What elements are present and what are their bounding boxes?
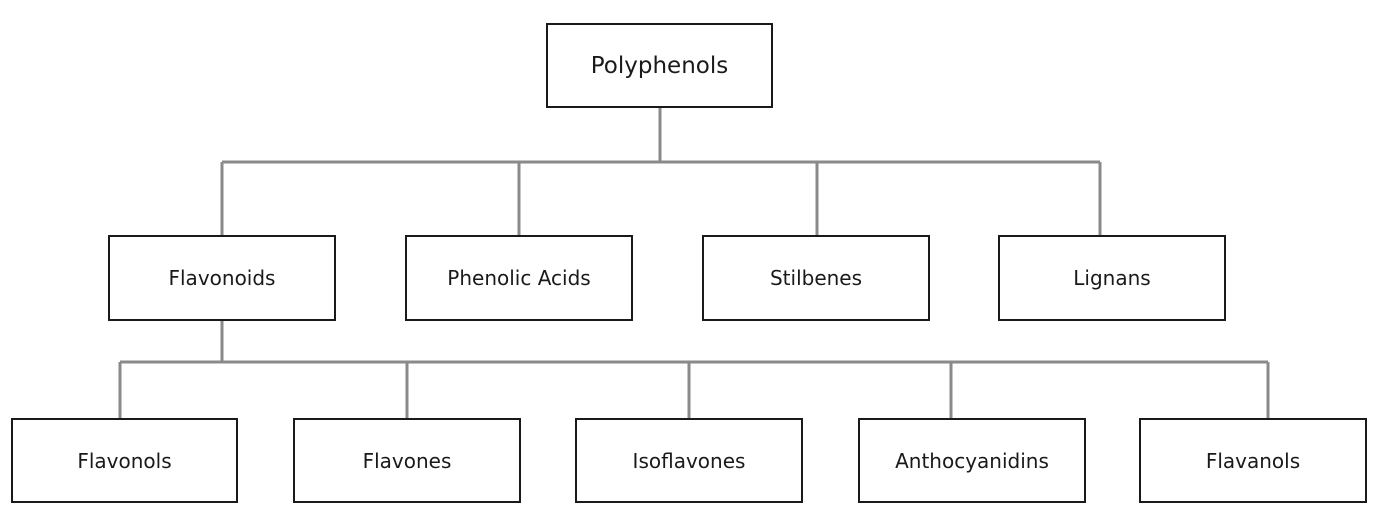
node-flavones: Flavones xyxy=(293,418,521,503)
node-label: Lignans xyxy=(1073,266,1151,290)
node-label: Flavanols xyxy=(1205,448,1301,473)
node-flavonols: Flavonols xyxy=(11,418,238,503)
node-stilbenes: Stilbenes xyxy=(702,235,930,321)
node-phenolic-acids: Phenolic Acids xyxy=(405,235,633,321)
node-anthocyanidins: Anthocyanidins xyxy=(858,418,1086,503)
node-label: Flavonols xyxy=(77,448,172,473)
node-isoflavones: Isoflavones xyxy=(575,418,803,503)
node-polyphenols: Polyphenols xyxy=(546,23,773,108)
node-label: Flavones xyxy=(362,448,452,473)
node-label: Anthocyanidins xyxy=(895,448,1049,473)
node-label: Flavonoids xyxy=(168,266,276,290)
node-flavanols: Flavanols xyxy=(1139,418,1367,503)
node-label: Isoflavones xyxy=(632,448,746,473)
node-label: Stilbenes xyxy=(769,266,863,290)
node-lignans: Lignans xyxy=(998,235,1226,321)
node-label: Phenolic Acids xyxy=(447,266,591,290)
node-label: Polyphenols xyxy=(590,52,729,79)
node-flavonoids: Flavonoids xyxy=(108,235,336,321)
